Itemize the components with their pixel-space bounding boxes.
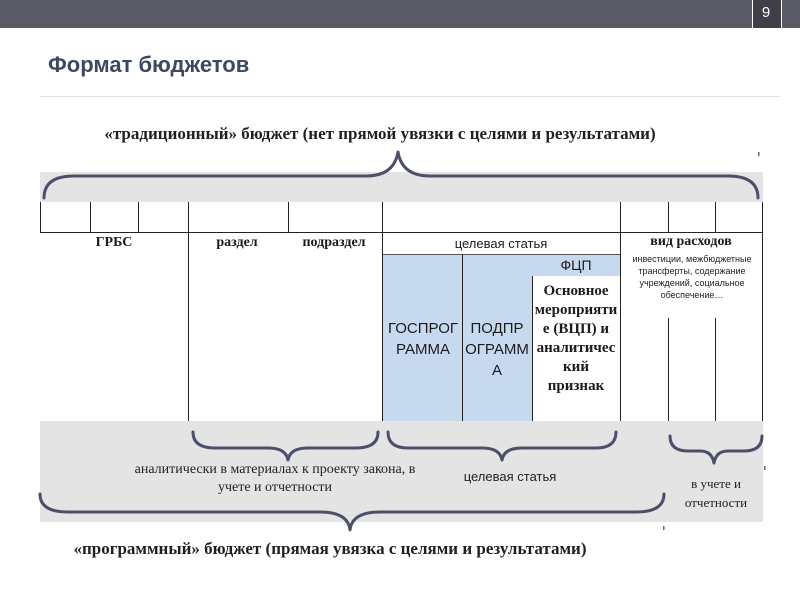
grid-line	[715, 318, 716, 421]
grid-line	[715, 202, 716, 232]
podprogramma-cell: ПОДПРОГРАММА	[465, 320, 529, 379]
analytics-brace	[191, 430, 380, 462]
grid-line	[532, 276, 533, 421]
accounting-brace	[668, 434, 764, 465]
grid-line	[668, 318, 669, 421]
traditional-budget-caption: «традиционный» бюджет (нет прямой увязки…	[104, 124, 656, 143]
grid-line	[462, 254, 463, 421]
tick-mark	[764, 466, 766, 470]
top-bar	[0, 0, 800, 28]
fcp-fill	[532, 254, 620, 276]
slide-title: Формат бюджетов	[48, 52, 250, 77]
main-measure-cell: Основное мероприятие (ВЦП) и аналитическ…	[534, 283, 618, 394]
expense-type-note: инвестиции, межбюджетные трансферты, сод…	[632, 254, 752, 300]
grid-line	[288, 202, 289, 232]
gosprogramma-fill	[382, 254, 462, 421]
accounting-note: в учете и отчетности	[684, 476, 748, 510]
target-article-note: целевая статья	[463, 469, 557, 484]
expense-type-header: вид расходов	[650, 234, 732, 249]
slide-number: 9	[761, 4, 771, 21]
grid-line	[40, 202, 41, 232]
tick-mark	[758, 152, 760, 156]
tick-mark	[663, 526, 665, 530]
target-article-header: целевая статья	[454, 236, 548, 251]
bottom-brace	[38, 492, 666, 532]
grid-line	[382, 202, 383, 421]
header-divider	[40, 232, 763, 233]
grid-line	[762, 202, 763, 421]
razdel-header: раздел	[216, 235, 258, 250]
podrazdel-header: подраздел	[302, 235, 366, 250]
grbs-header: ГРБС	[95, 235, 133, 250]
target-brace	[386, 430, 618, 462]
slide-number-box	[752, 0, 782, 28]
gosprogramma-cell: ГОСПРОГРАММА	[387, 320, 459, 358]
grid-line	[188, 202, 189, 421]
analytics-note: аналитически в материалах к проекту зако…	[134, 462, 416, 495]
fcp-header: ФЦП	[560, 257, 592, 273]
title-divider	[40, 96, 780, 97]
target-divider	[382, 254, 620, 255]
grid-line	[668, 202, 669, 232]
podprogramma-fill	[462, 254, 532, 421]
grid-line	[90, 202, 91, 232]
grid-line	[620, 202, 621, 421]
program-budget-caption: «программный» бюджет (прямая увязка с це…	[73, 539, 587, 558]
grid-line	[138, 202, 139, 232]
top-brace	[42, 150, 760, 200]
